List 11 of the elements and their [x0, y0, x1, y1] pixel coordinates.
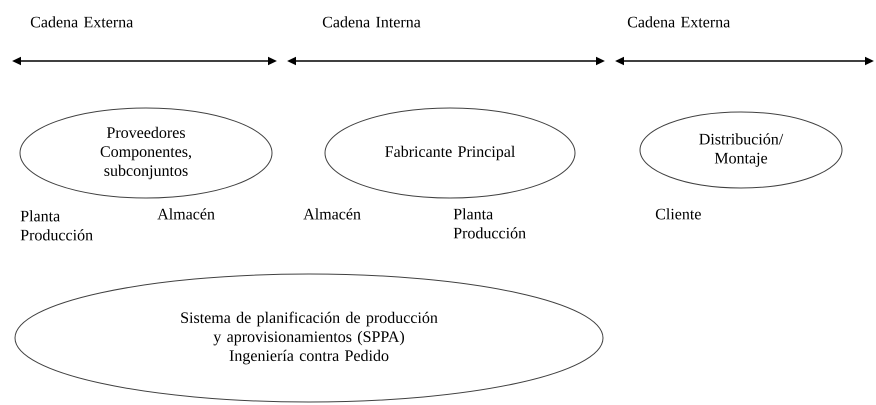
- ellipse-node: Fabricante Principal: [324, 108, 576, 198]
- label-text: Cadena Externa: [30, 16, 134, 28]
- label-text: Cadena Externa: [628, 16, 730, 28]
- label-text: Cadena Interna: [322, 16, 421, 28]
- ellipse-node: Proveedores Componentes, subconjuntos: [20, 108, 272, 198]
- label-text: Planta Producción: [20, 210, 93, 240]
- label-text: Almacén: [303, 208, 361, 220]
- ellipse-node: Distribución/ Montaje: [640, 112, 842, 188]
- label-text: Cliente: [656, 208, 701, 220]
- ellipse-node: Sistema de planificación de producción y aprovisionamientos (SPPA) Ingeniería contra Pedido: [14, 274, 604, 402]
- label-text: Planta Producción: [454, 208, 526, 238]
